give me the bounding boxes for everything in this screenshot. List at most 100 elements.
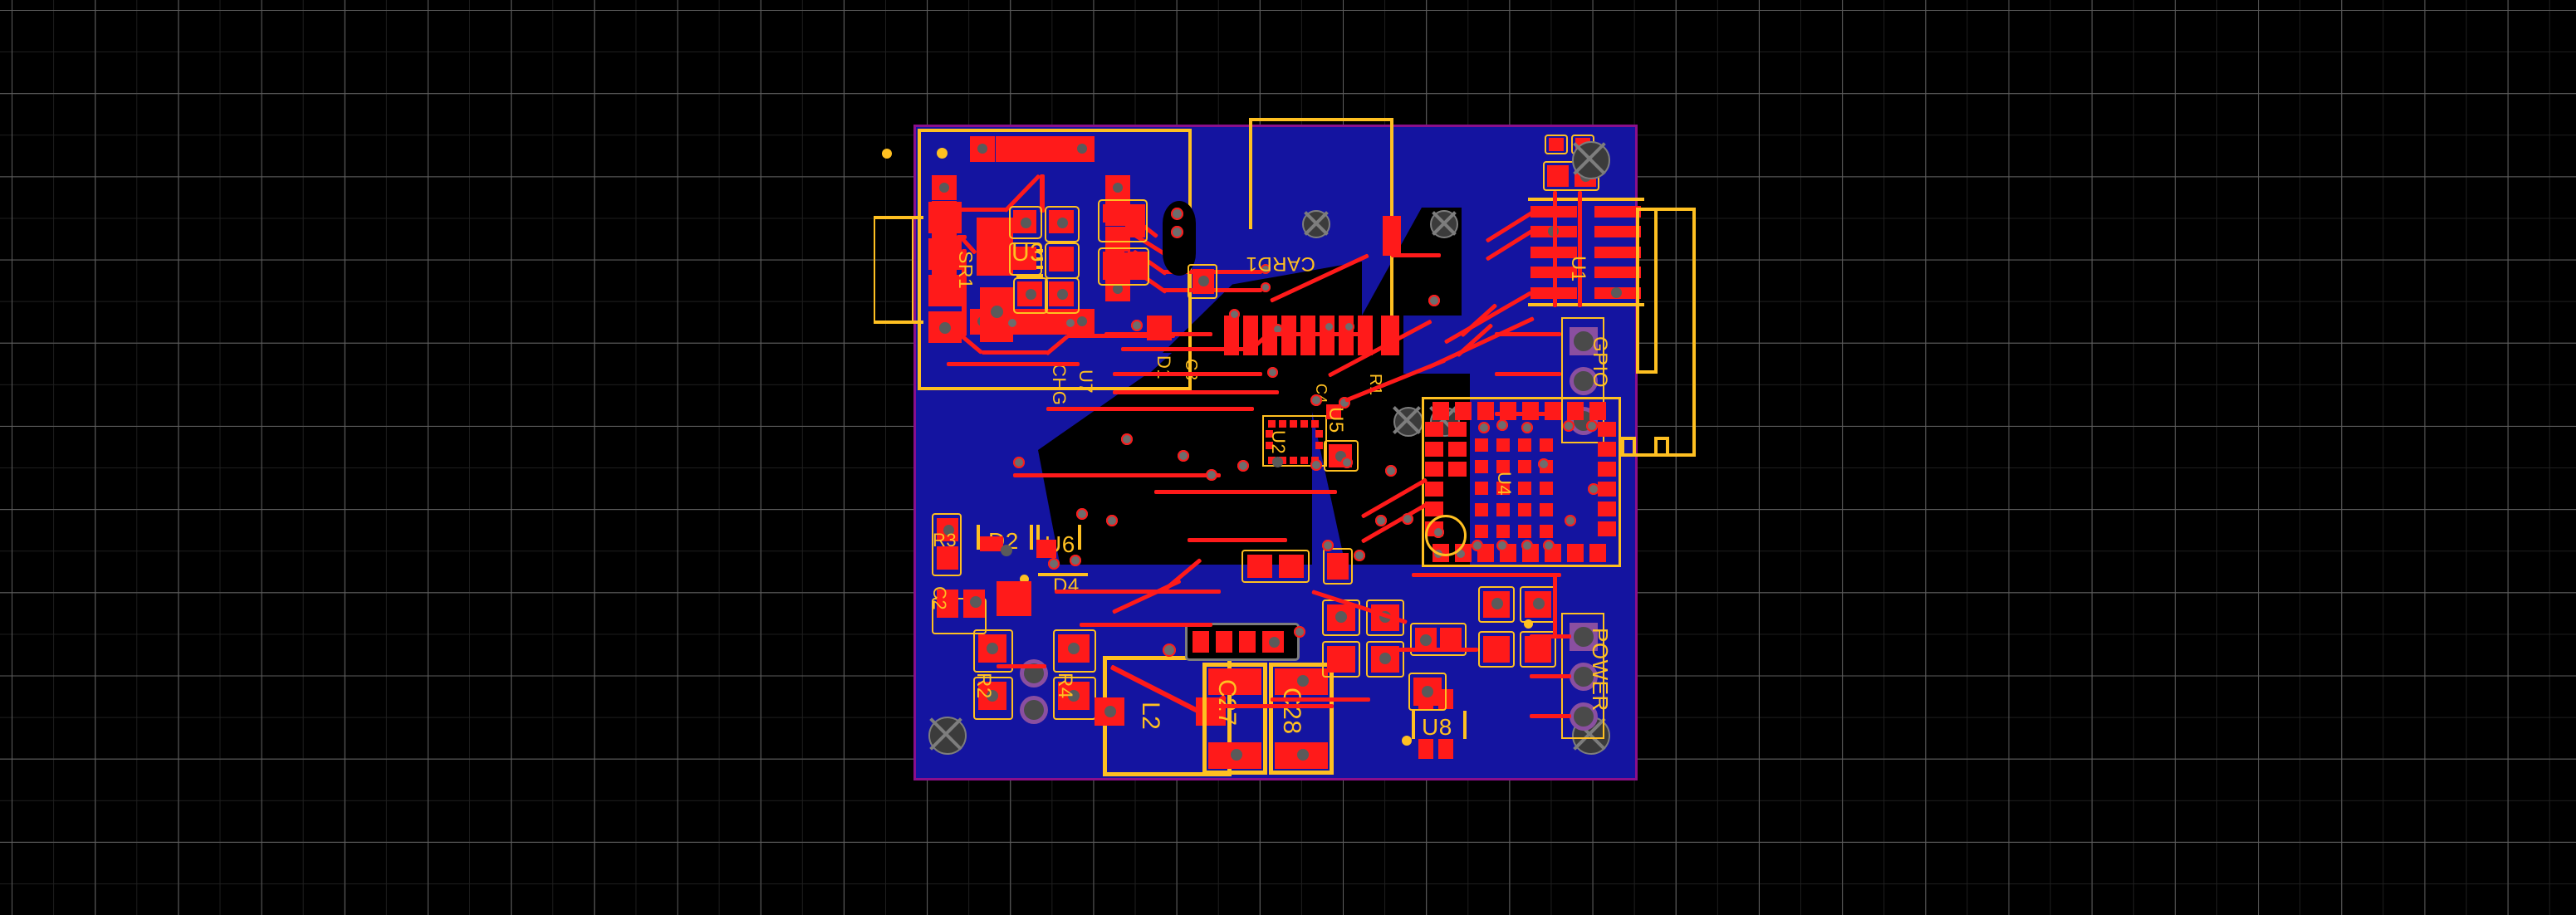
u4-pin1-arc bbox=[1425, 515, 1467, 556]
card1-outline-top bbox=[1249, 118, 1252, 133]
u4-right-1 bbox=[1598, 422, 1616, 437]
trace-g10 bbox=[1412, 573, 1561, 577]
u3-pad-r1-drill bbox=[1113, 183, 1123, 193]
c1b-pad bbox=[1013, 247, 1036, 270]
u1-drill-r bbox=[1611, 287, 1622, 298]
gpio-pin-2[interactable] bbox=[1570, 367, 1598, 395]
sr1-outline bbox=[874, 218, 913, 322]
via-m13 bbox=[1354, 550, 1365, 561]
card1-contact-8 bbox=[1358, 316, 1373, 355]
c8-outline bbox=[1241, 550, 1310, 583]
conn-strip-p1 bbox=[1193, 631, 1209, 653]
u4-left-9 bbox=[1448, 462, 1467, 477]
via-d1a bbox=[1171, 208, 1183, 220]
trace-c27 bbox=[1209, 704, 1334, 708]
via-u5c bbox=[1310, 459, 1322, 471]
u4-left-7 bbox=[1448, 422, 1467, 437]
c3-outline bbox=[1098, 247, 1149, 286]
u4-ball-b1 bbox=[1475, 460, 1488, 473]
u4-via-7 bbox=[1588, 483, 1599, 495]
p-u8-5-drill bbox=[1420, 634, 1432, 646]
u7-body bbox=[977, 218, 1013, 276]
u4-left-8 bbox=[1448, 442, 1467, 457]
c28-outline bbox=[1269, 663, 1334, 775]
u4-ball-b2 bbox=[1496, 460, 1510, 473]
u2-p14 bbox=[1315, 442, 1323, 449]
trace-g12 bbox=[1080, 623, 1212, 627]
power-pin-2[interactable] bbox=[1570, 663, 1598, 691]
d2-drill bbox=[1001, 545, 1012, 556]
c5b-pad bbox=[1049, 247, 1074, 272]
u4-via-2 bbox=[1563, 420, 1574, 432]
c9-pad bbox=[1327, 553, 1349, 580]
r4b-drill bbox=[1068, 690, 1080, 702]
p-u8-6-drill bbox=[1491, 598, 1503, 609]
board-outline-left bbox=[913, 125, 918, 780]
via-m6 bbox=[1375, 515, 1387, 526]
keepout-left bbox=[1636, 208, 1639, 374]
u4-ball-d2 bbox=[1496, 503, 1510, 516]
u4-top-8 bbox=[1589, 402, 1606, 420]
trace-g5 bbox=[1154, 490, 1337, 494]
r2-drill bbox=[987, 643, 998, 654]
via-m9 bbox=[1106, 515, 1118, 526]
gpio-pin-1[interactable] bbox=[1570, 327, 1598, 355]
u2-drill bbox=[1272, 457, 1283, 467]
u4-ball-c1 bbox=[1475, 482, 1488, 495]
trace-g2 bbox=[1113, 390, 1279, 394]
card1-via-3 bbox=[1324, 321, 1335, 332]
c-u1a-pad1 bbox=[1549, 138, 1564, 151]
c27-pad-top bbox=[1208, 668, 1261, 695]
u3-pin1-marker bbox=[937, 148, 948, 159]
r4-label: R4 bbox=[1054, 673, 1076, 699]
u4-label: U4 bbox=[1494, 472, 1515, 497]
c27-outline bbox=[1202, 663, 1267, 775]
via-lc-1 bbox=[1065, 317, 1076, 329]
gpio-outline bbox=[1561, 317, 1604, 443]
u1-pad-r3 bbox=[1594, 247, 1641, 258]
u4-ball-c2 bbox=[1496, 482, 1510, 495]
u4-bot-8 bbox=[1589, 544, 1606, 562]
r2-outline bbox=[973, 629, 1013, 673]
card1-via-5 bbox=[1267, 367, 1278, 378]
card1-via-6 bbox=[1428, 295, 1440, 306]
c1b-outline bbox=[1009, 242, 1042, 276]
u4-right-6 bbox=[1598, 521, 1616, 536]
l2-drill-l bbox=[1104, 706, 1116, 717]
p-u8-6 bbox=[1478, 586, 1515, 623]
gpio-label: GPIO bbox=[1589, 336, 1611, 389]
u2-p2 bbox=[1279, 420, 1286, 428]
d4-silk bbox=[1038, 573, 1088, 576]
pcb-board[interactable]: GPIO SR1 bbox=[874, 118, 1696, 780]
sr1-pad-3 bbox=[928, 275, 962, 306]
trace-g18 bbox=[947, 362, 1080, 366]
u4-left-4 bbox=[1425, 482, 1443, 497]
p-u8-9 bbox=[1520, 631, 1556, 668]
c28-label: C28 bbox=[1278, 687, 1305, 735]
c27-drill bbox=[1231, 749, 1242, 761]
u4-ball-a1 bbox=[1475, 438, 1488, 452]
card1-via-7 bbox=[1261, 264, 1271, 274]
card1-outline-right bbox=[1390, 118, 1393, 130]
c2-outline bbox=[932, 598, 987, 634]
p-u8-4-drill bbox=[1379, 653, 1391, 664]
d1-outline bbox=[1098, 199, 1148, 242]
trace-gpio-a bbox=[1495, 332, 1561, 336]
trace-power-d bbox=[1553, 573, 1557, 638]
u1-label: U1 bbox=[1567, 256, 1589, 282]
power-pin-3[interactable] bbox=[1570, 702, 1598, 731]
keepout-foot-t2 bbox=[1654, 437, 1668, 440]
u4-via-8 bbox=[1565, 515, 1576, 526]
trace-gpio-b bbox=[1495, 372, 1561, 376]
power-pin-1[interactable] bbox=[1570, 623, 1598, 651]
via-m7 bbox=[1402, 513, 1413, 525]
keepout-foot bbox=[1621, 453, 1696, 457]
c2-pad1 bbox=[937, 590, 958, 618]
board-outline-bottom bbox=[913, 776, 1638, 780]
card1-via-1 bbox=[1229, 309, 1240, 320]
keepout-right bbox=[1692, 208, 1696, 457]
via-m8 bbox=[1076, 508, 1088, 520]
u7-drill bbox=[991, 306, 1003, 318]
c1-outline bbox=[1009, 206, 1042, 239]
